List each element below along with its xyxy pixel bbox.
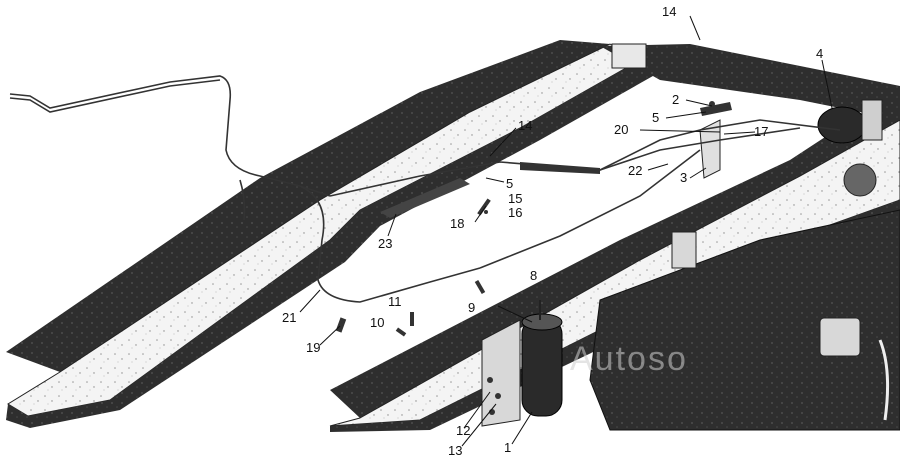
fuel-tank — [589, 209, 900, 431]
leader-lines — [299, 15, 833, 447]
bracket-3 — [699, 119, 721, 179]
callout-8: 8 — [530, 268, 537, 283]
callout-13: 13 — [448, 443, 462, 458]
callout-10: 10 — [370, 315, 384, 330]
callout-2: 2 — [672, 92, 679, 107]
callout-9: 9 — [468, 300, 475, 315]
callout-5-mid: 5 — [506, 176, 513, 191]
hose-sleeves — [380, 102, 732, 218]
callout-17: 17 — [754, 124, 768, 139]
callout-21: 21 — [282, 310, 296, 325]
tank-bracket — [671, 231, 697, 269]
callout-15: 15 — [508, 191, 522, 206]
callout-20: 20 — [614, 122, 628, 137]
cross-member — [600, 43, 900, 120]
pipe-lines — [9, 75, 841, 303]
cylinder-1 — [481, 300, 563, 427]
callout-5-right: 5 — [652, 110, 659, 125]
callout-22: 22 — [628, 163, 642, 178]
callout-19: 19 — [306, 340, 320, 355]
watermark: Autoso — [570, 340, 688, 378]
callout-18: 18 — [450, 216, 464, 231]
callout-3: 3 — [680, 170, 687, 185]
callout-labels: 14 4 2 5 20 17 14 22 3 5 15 16 18 23 8 9… — [282, 4, 823, 458]
callout-23: 23 — [378, 236, 392, 251]
callout-14-top: 14 — [662, 4, 676, 19]
callout-11: 11 — [388, 294, 402, 309]
callout-16: 16 — [508, 205, 522, 220]
callout-14-mid: 14 — [518, 118, 532, 133]
component-4-valve — [817, 99, 883, 197]
callout-12: 12 — [456, 423, 470, 438]
callout-4: 4 — [816, 46, 823, 61]
callout-1: 1 — [504, 440, 511, 455]
